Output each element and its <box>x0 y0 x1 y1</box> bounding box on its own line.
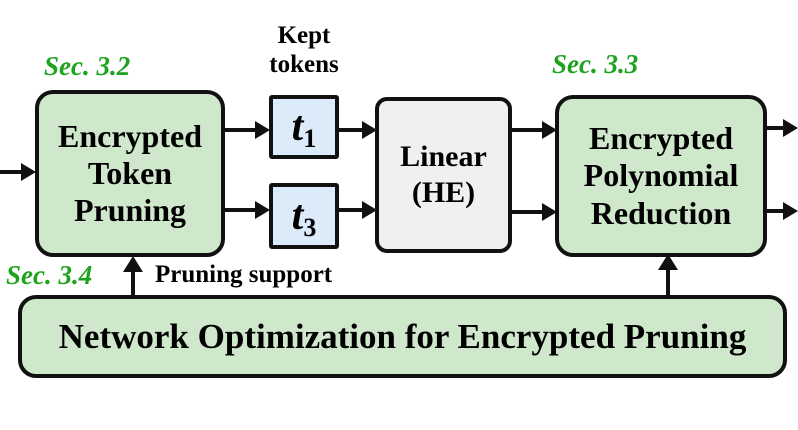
arrow-t1-to-linear <box>337 120 377 140</box>
kept-tokens-line2: tokens <box>269 50 339 78</box>
node-etp-line3: Pruning <box>73 192 187 229</box>
arrow-head-icon <box>255 201 270 219</box>
token-t3-subscript: 3 <box>303 213 317 242</box>
token-t1-var: t <box>291 104 304 150</box>
arrow-head-icon <box>783 202 798 220</box>
arrow-epr-output-top <box>765 118 798 138</box>
node-linear-he: Linear (HE) <box>375 97 512 253</box>
arrow-shaft <box>223 208 258 212</box>
pruning-support-label: Pruning support <box>155 261 333 288</box>
arrow-head-icon <box>123 256 143 272</box>
section-label-3-2: Sec. 3.2 <box>44 51 131 81</box>
arrow-etp-to-t3 <box>223 200 270 220</box>
arrow-netopt-to-epr <box>657 254 679 297</box>
arrow-shaft <box>0 170 24 174</box>
node-netopt-label: Network Optimization for Encrypted Pruni… <box>58 316 747 356</box>
node-epr-line2: Polynomial <box>583 157 739 194</box>
node-token-t3: t 3 <box>269 183 339 249</box>
arrow-shaft <box>337 128 365 132</box>
node-token-t1: t 1 <box>269 95 339 159</box>
kept-tokens-line1: Kept <box>277 22 331 49</box>
arrow-shaft <box>666 264 670 297</box>
arrow-head-icon <box>783 119 798 137</box>
token-t3-symbol: t 3 <box>291 193 317 241</box>
arrow-head-icon <box>542 121 557 139</box>
arrow-linear-to-epr-bottom <box>510 202 557 222</box>
arrow-shaft <box>765 209 786 213</box>
arrow-shaft <box>223 128 258 132</box>
arrow-t3-to-linear <box>337 200 377 220</box>
arrow-shaft <box>510 210 545 214</box>
arrow-epr-output-bottom <box>765 201 798 221</box>
node-etp-line2: Token <box>87 154 173 191</box>
token-t1-symbol: t 1 <box>291 104 317 152</box>
arrow-netopt-to-etp <box>122 256 144 297</box>
arrow-shaft <box>765 126 786 130</box>
node-encrypted-polynomial-reduction: Encrypted Polynomial Reduction <box>555 95 767 257</box>
arrow-head-icon <box>255 121 270 139</box>
arrow-head-icon <box>362 121 377 139</box>
token-t3-var: t <box>291 193 304 239</box>
arrow-head-icon <box>658 254 678 270</box>
arrow-shaft <box>337 208 365 212</box>
token-t1-subscript: 1 <box>303 124 317 153</box>
node-etp-line1: Encrypted <box>58 117 202 154</box>
arrow-shaft <box>510 128 545 132</box>
node-encrypted-token-pruning: Encrypted Token Pruning <box>35 90 225 257</box>
section-label-3-4: Sec. 3.4 <box>6 260 93 290</box>
node-linear-line1: Linear <box>400 140 487 173</box>
arrow-linear-to-epr-top <box>510 120 557 140</box>
arrow-head-icon <box>362 201 377 219</box>
node-linear-line2: (HE) <box>411 176 476 209</box>
section-label-3-3: Sec. 3.3 <box>552 49 639 79</box>
arrow-head-icon <box>542 203 557 221</box>
arrow-head-icon <box>21 163 36 181</box>
node-epr-line3: Reduction <box>590 194 732 231</box>
node-epr-line1: Encrypted <box>589 120 733 157</box>
kept-tokens-label: Kept tokens <box>250 22 358 80</box>
node-network-optimization: Network Optimization for Encrypted Pruni… <box>18 295 787 378</box>
arrow-etp-to-t1 <box>223 120 270 140</box>
arrow-input-to-etp <box>0 162 36 182</box>
arrow-shaft <box>131 266 135 297</box>
